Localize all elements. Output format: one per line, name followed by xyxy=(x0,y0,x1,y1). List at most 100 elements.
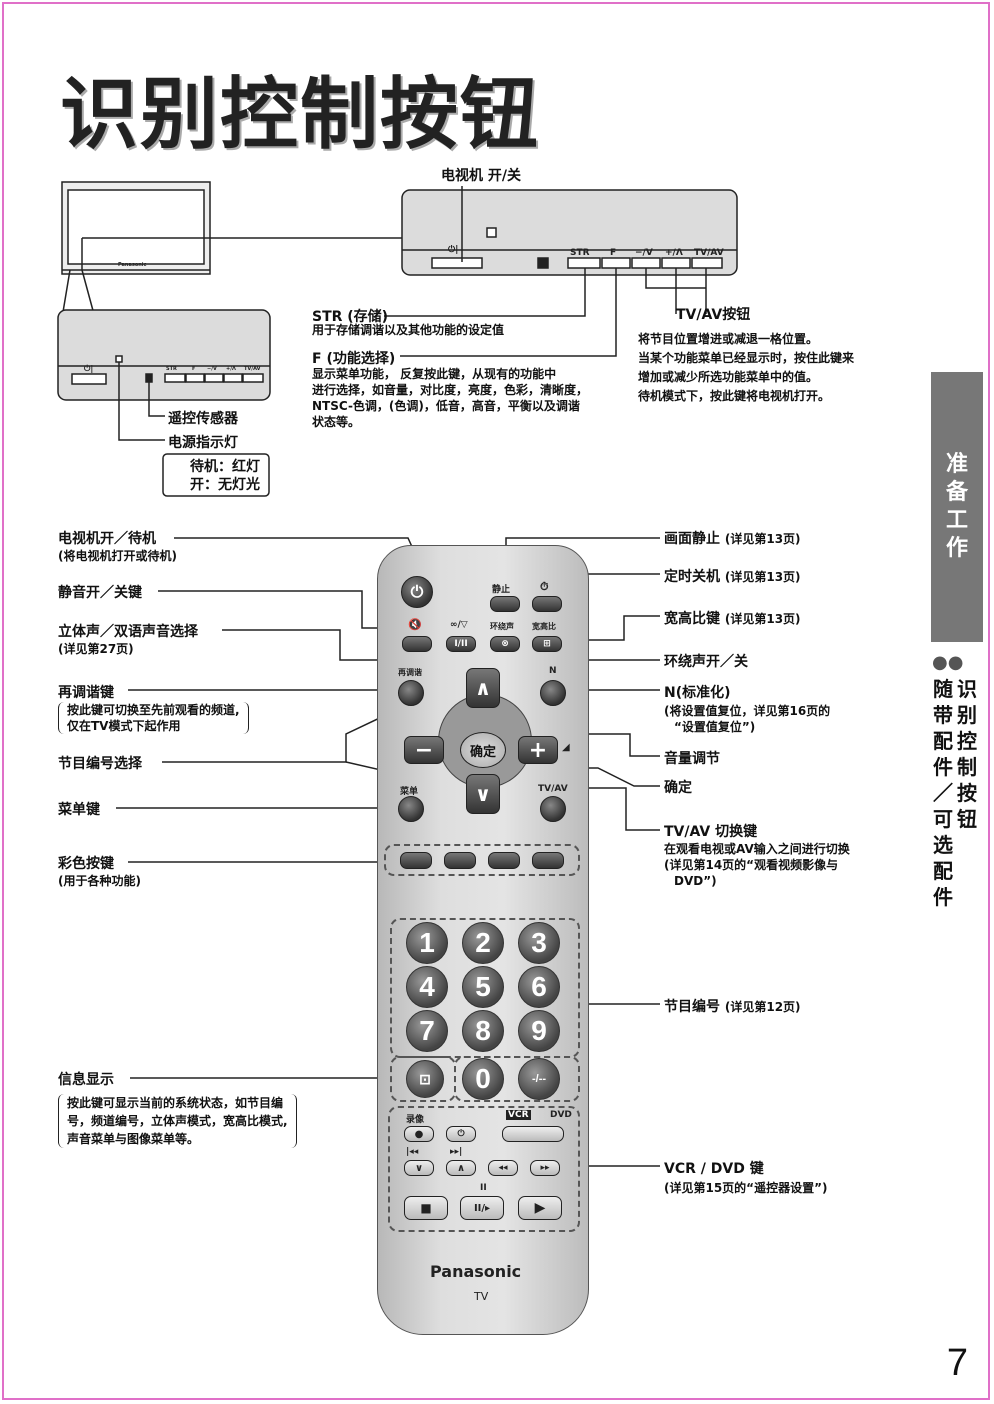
sensor-label: 遥控传感器 xyxy=(168,411,238,427)
volume-triangle-icon: ◢ xyxy=(562,742,570,753)
chevron-down-icon: ∨ xyxy=(474,782,492,806)
remote-rewind-button[interactable]: ◂◂ xyxy=(488,1160,518,1176)
remote-recall-text: 再调谐 xyxy=(398,668,422,677)
panel-btn-minus: −/V xyxy=(635,248,653,258)
label-color: 彩色按键 xyxy=(58,856,114,872)
f-title: F (功能选择) xyxy=(312,351,396,367)
label-power: 电视机开／待机 xyxy=(58,531,156,547)
pause-mark-icon: II xyxy=(480,1183,487,1193)
color-button-green[interactable] xyxy=(444,852,476,869)
remote-ok-button[interactable]: 确定 xyxy=(460,732,506,768)
label-volume: 音量调节 xyxy=(664,751,720,767)
remote-menu-text: 菜单 xyxy=(400,787,419,797)
remote-mute-button[interactable] xyxy=(402,636,432,652)
remote-play-button[interactable]: ▶ xyxy=(518,1196,562,1220)
remote-info-button[interactable]: ⊡ xyxy=(406,1060,444,1098)
remote-plus-button[interactable]: + xyxy=(518,736,558,764)
remote-aspect-button[interactable]: ⊞ xyxy=(532,636,562,652)
vcr-dvd-group xyxy=(388,1106,580,1232)
remote-stereo-button[interactable]: I/II xyxy=(446,636,476,652)
num-button-5[interactable]: 5 xyxy=(462,966,504,1008)
num-button-2[interactable]: 2 xyxy=(462,922,504,964)
remote-tvav-button[interactable] xyxy=(540,796,566,822)
tvav-desc: 将节目位置增进或减退一格位置。当某个功能菜单已经显示时，按住此键来增加或减少所选… xyxy=(638,332,855,403)
label-info-sub: 按此键可显示当前的系统状态，如节目编号，频道编号，立体声模式，宽高比模式,声音菜… xyxy=(58,1094,297,1148)
chevron-up-icon: ∧ xyxy=(456,1162,466,1174)
remote-n-button[interactable] xyxy=(540,680,566,706)
num-button-8[interactable]: 8 xyxy=(462,1010,504,1052)
remote-minus-button[interactable]: − xyxy=(404,736,444,764)
remote-control: ⏻ 静止 ⏱ 🔇 ∞/▽ 环绕声 宽高比 I/II ⊗ ⊞ 再调谐 N ∧ ∨ … xyxy=(377,545,589,1335)
remote-stop-button[interactable]: ■ xyxy=(404,1196,448,1220)
power-icon: ⏻ xyxy=(410,582,424,601)
remote-ch-down-button[interactable]: ∨ xyxy=(404,1160,434,1176)
tv-power-label: 电视机 开/关 xyxy=(441,168,521,184)
num-button-1[interactable]: 1 xyxy=(406,922,448,964)
color-button-yellow[interactable] xyxy=(488,852,520,869)
remote-model: TV xyxy=(474,1290,489,1303)
remote-timer-button[interactable] xyxy=(532,596,562,612)
panel-btn-plus: +/Λ xyxy=(665,248,683,258)
remote-tvav-text: TV/AV xyxy=(538,784,568,794)
num-button-7[interactable]: 7 xyxy=(406,1010,448,1052)
power-icon: ⏻ xyxy=(457,1129,465,1139)
color-buttons-group xyxy=(384,844,580,876)
label-numbers: 节目编号 (详见第12页) xyxy=(664,999,801,1015)
remote-menu-button[interactable] xyxy=(398,796,424,822)
color-button-blue[interactable] xyxy=(532,852,564,869)
remote-aspect-text: 宽高比 xyxy=(532,622,556,631)
minus-icon: − xyxy=(414,737,434,763)
standby-box: 待机：红灯开：无灯光 xyxy=(190,459,260,493)
side-tab-prepare: 准备工作 xyxy=(931,372,983,642)
remote-vcr-power-button[interactable]: ⏻ xyxy=(446,1126,476,1142)
num-button-0[interactable]: 0 xyxy=(462,1058,504,1100)
remote-down-button[interactable]: ∨ xyxy=(466,774,500,814)
panel-btn-f: F xyxy=(610,248,617,258)
label-power-sub: (将电视机打开或待机) xyxy=(58,549,177,563)
remote-recall-button[interactable] xyxy=(398,680,424,706)
remote-power-button[interactable]: ⏻ xyxy=(401,576,433,608)
remote-ch-up-button[interactable]: ∧ xyxy=(446,1160,476,1176)
pause-play-icon: II/▸ xyxy=(473,1202,491,1214)
small-btn-str: STR xyxy=(166,366,177,372)
label-stereo-sub: (详见第27页) xyxy=(58,642,134,656)
timer-icon: ⏱ xyxy=(540,580,549,593)
label-color-sub: (用于各种功能) xyxy=(58,874,141,888)
remote-up-button[interactable]: ∧ xyxy=(466,668,500,708)
label-vcr-sub: (详见第15页的“遥控器设置”) xyxy=(664,1181,828,1195)
tv-brand: Panasonic xyxy=(118,262,147,268)
remote-dash-button[interactable]: -/-- xyxy=(518,1058,560,1100)
remote-fastforward-button[interactable]: ▸▸ xyxy=(530,1160,560,1176)
num-button-3[interactable]: 3 xyxy=(518,922,560,964)
record-icon: ● xyxy=(414,1128,424,1140)
small-btn-tvav: TV/AV xyxy=(244,366,261,372)
chevron-down-icon: ∨ xyxy=(414,1162,424,1174)
num-button-6[interactable]: 6 xyxy=(518,966,560,1008)
panel-btn-str: STR xyxy=(570,248,590,258)
chevron-up-icon: ∧ xyxy=(474,676,492,700)
remote-dvd-text: DVD xyxy=(550,1110,572,1120)
label-surround: 环绕声开／关 xyxy=(664,654,748,670)
remote-still-button[interactable] xyxy=(490,596,520,612)
remote-record-button[interactable]: ● xyxy=(404,1126,434,1142)
num-button-4[interactable]: 4 xyxy=(406,966,448,1008)
side-col-1: 随带配件／可选配件 xyxy=(933,677,953,909)
label-stereo: 立体声／双语声音选择 xyxy=(58,624,198,640)
num-button-9[interactable]: 9 xyxy=(518,1010,560,1052)
remote-surround-button[interactable]: ⊗ xyxy=(490,636,520,652)
stop-icon: ■ xyxy=(420,1201,432,1215)
label-normal-sub: (将设置值复位，详见第16页的“设置值复位”) xyxy=(664,704,831,734)
small-btn-minus: −/V xyxy=(207,366,217,372)
remote-record-text: 录像 xyxy=(406,1115,425,1125)
color-button-red[interactable] xyxy=(400,852,432,869)
label-mute: 静音开／关键 xyxy=(58,585,142,601)
label-normal: N(标准化) xyxy=(664,685,731,701)
label-tvav: TV/AV 切换键 xyxy=(664,824,758,840)
zero-group xyxy=(454,1056,580,1102)
surround-icon: ⊗ xyxy=(501,639,509,649)
remote-n-text: N xyxy=(549,666,557,676)
remote-pause-button[interactable]: II/▸ xyxy=(460,1196,504,1220)
remote-vcr-dvd-switch[interactable] xyxy=(502,1126,564,1142)
skip-forward-icon: ▸▸| xyxy=(450,1147,463,1157)
